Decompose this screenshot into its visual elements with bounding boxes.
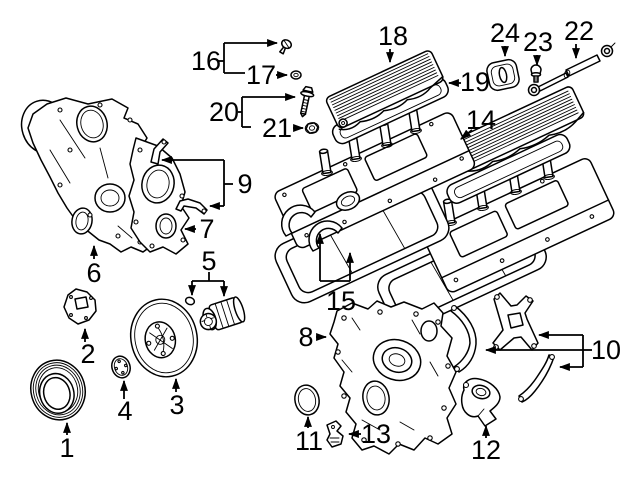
timing-cover-gasket-left-drawing [450,305,477,373]
callout-4[interactable]: 4 [117,379,133,426]
shaft-seal-drawing [294,384,320,416]
timing-cover-gasket-x-drawing [492,292,539,351]
oil-filler-cap-drawing [486,58,520,92]
callout-20[interactable]: 20 [209,93,297,128]
callout-11[interactable]: 11 [295,415,323,456]
crankshaft-pulley-drawing [30,359,86,421]
callout-label-13[interactable]: 13 [361,419,391,449]
spark-plug-tube-drawing [318,148,333,176]
screw-16-drawing [279,39,293,55]
timing-cover-plate-drawing [128,137,190,255]
callout-label-10[interactable]: 10 [591,335,621,365]
timing-cover-gasket-right-drawing [518,354,555,403]
callout-5[interactable]: 5 [188,246,228,298]
callout-9[interactable]: 9 [160,156,253,210]
support-bracket-lower-drawing [175,198,208,215]
nut-17-drawing [290,70,302,80]
callout-6[interactable]: 6 [86,244,102,288]
callout-label-21[interactable]: 21 [262,113,292,143]
callout-1[interactable]: 1 [59,421,75,463]
callout-label-9[interactable]: 9 [237,169,252,199]
callout-label-5[interactable]: 5 [201,246,216,276]
callout-23[interactable]: 23 [523,27,553,67]
leader-line-14 [460,129,473,140]
callout-24[interactable]: 24 [490,18,520,58]
ribbed-cover-drawing [325,50,444,131]
callout-3[interactable]: 3 [169,377,185,420]
callout-12[interactable]: 12 [471,424,501,465]
flange-washer-drawing [111,355,131,379]
callout-label-3[interactable]: 3 [169,390,184,420]
callout-19[interactable]: 19 [447,67,490,97]
callout-label-20[interactable]: 20 [209,97,239,127]
right-ribbed-cover-gasket-drawing [446,133,571,204]
callout-label-8[interactable]: 8 [298,322,313,352]
callout-8[interactable]: 8 [298,322,328,352]
sensor-plug-drawing [326,420,344,448]
callout-label-1[interactable]: 1 [59,433,74,463]
callout-label-6[interactable]: 6 [86,258,101,288]
callout-label-18[interactable]: 18 [378,21,408,51]
callout-label-7[interactable]: 7 [199,214,214,244]
callout-2[interactable]: 2 [80,327,96,369]
callout-7[interactable]: 7 [183,214,215,244]
lower-timing-cover-drawing [329,300,457,455]
retaining-clip-drawing [184,296,196,306]
callout-label-22[interactable]: 22 [564,16,594,46]
callout-label-12[interactable]: 12 [471,435,501,465]
callout-14[interactable]: 14 [460,105,496,140]
camshaft-arch-drawing [280,204,316,237]
callout-17[interactable]: 17 [246,60,289,90]
callout-label-15[interactable]: 15 [326,286,356,316]
callout-label-23[interactable]: 23 [523,27,553,57]
callout-label-16[interactable]: 16 [191,46,221,76]
callout-label-17[interactable]: 17 [246,60,276,90]
callout-15[interactable]: 15 [316,232,356,316]
callout-22[interactable]: 22 [564,16,594,60]
oil-filler-neck-drawing [335,191,361,211]
support-bracket-drawing [460,377,501,427]
callout-label-19[interactable]: 19 [460,67,490,97]
callout-label-14[interactable]: 14 [466,105,496,135]
upper-timing-cover-drawing [20,97,157,253]
callout-label-11[interactable]: 11 [295,426,323,456]
screw-23-drawing [530,64,542,83]
support-bracket-upper-drawing [150,138,169,165]
thermostat-element-drawing [199,296,246,331]
pulley-hub-drawing [63,288,97,325]
callout-21[interactable]: 21 [262,113,305,143]
nut-21-drawing [304,122,320,134]
bolt-20-drawing [299,85,315,118]
gas-strut-drawing [527,42,616,97]
callout-10[interactable]: 10 [484,331,621,371]
callout-18[interactable]: 18 [378,21,408,64]
callout-16[interactable]: 16 [191,39,279,76]
callout-label-24[interactable]: 24 [490,18,520,48]
damper-disc-drawing [129,298,199,378]
callout-13[interactable]: 13 [347,419,391,449]
callout-label-4[interactable]: 4 [117,396,132,426]
callout-label-2[interactable]: 2 [80,339,95,369]
